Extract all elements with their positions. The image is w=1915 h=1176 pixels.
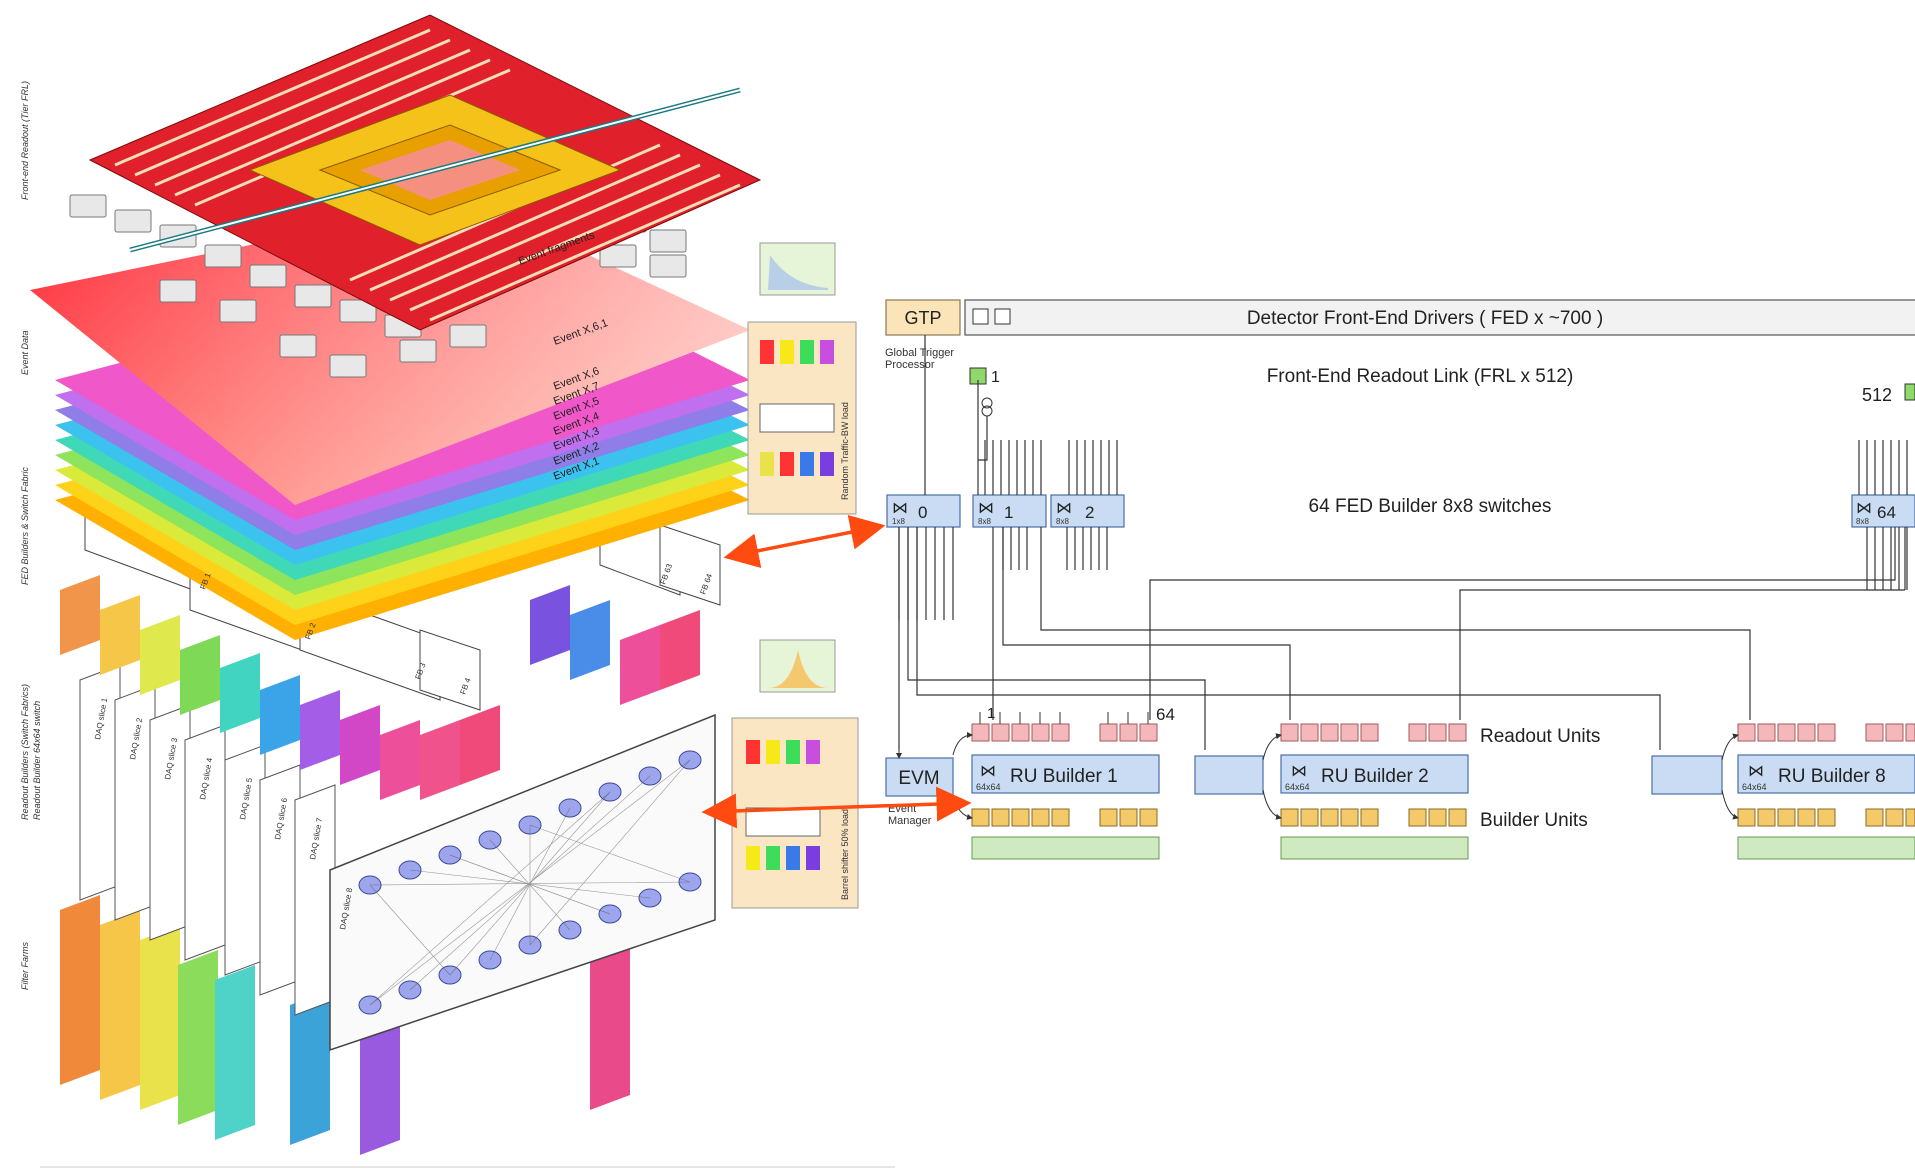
switch-1-icon: ⋈ <box>978 500 994 517</box>
switch-64-icon: ⋈ <box>1856 500 1872 517</box>
switch-64-size: 8x8 <box>1856 517 1869 526</box>
side-label-4: Readout Builder 64x64 switch <box>32 701 42 820</box>
bu-boxes-8 <box>1738 809 1915 826</box>
switch-comb-lines <box>899 440 1907 620</box>
readout-units-label: Readout Units <box>1480 726 1600 747</box>
gtp-label: GTP <box>904 308 941 328</box>
frl-last-box <box>1905 384 1915 400</box>
switch-64: ⋈ 8x8 64 <box>1852 495 1915 527</box>
switch-64-num: 64 <box>1877 503 1896 522</box>
ru-builder-2-label: RU Builder 2 <box>1321 766 1429 787</box>
ru-builder-1-icon: ⋈ <box>980 763 996 780</box>
ru-builder-2-group: ⋈ 64x64 RU Builder 2 <box>1195 724 1468 859</box>
ru-builder-2-size: 64x64 <box>1285 782 1310 792</box>
side-labels: Front-end Readout (Tier FRL) Event Data … <box>20 81 42 990</box>
evm-2-box <box>1195 756 1263 794</box>
ru-builder-8-icon: ⋈ <box>1748 763 1764 780</box>
ru-builder-1-size: 64x64 <box>976 782 1001 792</box>
fed-port-b <box>995 309 1010 324</box>
ru-builder-1-label: RU Builder 1 <box>1010 766 1118 787</box>
switch-2-num: 2 <box>1085 503 1094 522</box>
evm-8-box <box>1652 756 1722 794</box>
switch-2-size: 8x8 <box>1056 517 1069 526</box>
side-label-3: Readout Builders (Switch Fabrics) <box>20 684 30 820</box>
builder-units-label: Builder Units <box>1480 810 1588 831</box>
ru-builder-8-label: RU Builder 8 <box>1778 766 1886 787</box>
ru-boxes-2 <box>1281 724 1466 741</box>
evm-label: EVM <box>898 768 939 789</box>
switch-0-num: 0 <box>918 503 927 522</box>
switch-0-icon: ⋈ <box>892 500 908 517</box>
ru-boxes-8 <box>1738 724 1915 741</box>
ru-builder-8-group: ⋈ 64x64 RU Builder 8 <box>1652 724 1915 859</box>
inset-label-barrel: Barrel shifter 50% load <box>840 809 850 900</box>
switch-row-label: 64 FED Builder 8x8 switches <box>1309 496 1552 517</box>
fed-bar-label: Detector Front-End Drivers ( FED x ~700 … <box>1247 308 1603 329</box>
switch-2: ⋈ 8x8 2 <box>1051 495 1124 527</box>
gtp-caption-0: Global Trigger <box>885 347 954 359</box>
link-arrow-fed <box>727 526 882 557</box>
ru-builder-8-size: 64x64 <box>1742 782 1767 792</box>
side-label-5: Filter Farms <box>20 942 30 990</box>
farm-8 <box>1738 837 1915 859</box>
ru-index-last: 64 <box>1156 705 1175 724</box>
frl-label: Front-End Readout Link (FRL x 512) <box>1267 366 1574 387</box>
frl-last-label: 512 <box>1862 385 1892 405</box>
daq-block-diagram: Detector Front-End Drivers ( FED x ~700 … <box>885 300 1915 859</box>
daq-3d-illustration: Random Traffic-BW load Barrel shifter 50… <box>20 15 895 1167</box>
side-label-0: Front-end Readout (Tier FRL) <box>20 81 30 200</box>
bu-boxes-2 <box>1281 809 1466 826</box>
ru-boxes-1 <box>972 724 1157 741</box>
switch-0: ⋈ 1x8 0 <box>887 495 960 527</box>
ru-builder-1-group: 1 64 ⋈ 64x64 RU Builder 1 <box>972 705 1175 859</box>
routing-lines <box>899 335 1905 750</box>
frl-first-label: 1 <box>991 369 1000 386</box>
switch-2-icon: ⋈ <box>1056 500 1072 517</box>
evm-caption-1: Manager <box>888 815 932 827</box>
gtp-caption-1: Processor <box>885 359 935 371</box>
inset-label-random: Random Traffic-BW load <box>840 402 850 500</box>
farm-2 <box>1281 837 1468 859</box>
switch-1-size: 8x8 <box>978 517 991 526</box>
ru-builder-2-icon: ⋈ <box>1291 763 1307 780</box>
bu-boxes-1 <box>972 809 1157 826</box>
ru-index-first: 1 <box>987 705 995 722</box>
switch-1: ⋈ 8x8 1 <box>973 495 1046 527</box>
fed-port-a <box>973 309 988 324</box>
switch-0-size: 1x8 <box>892 517 905 526</box>
farm-1 <box>972 837 1159 859</box>
side-label-2: FED Builders & Switch Fabric <box>20 466 30 585</box>
side-label-1: Event Data <box>20 330 30 375</box>
switch-1-num: 1 <box>1004 503 1013 522</box>
